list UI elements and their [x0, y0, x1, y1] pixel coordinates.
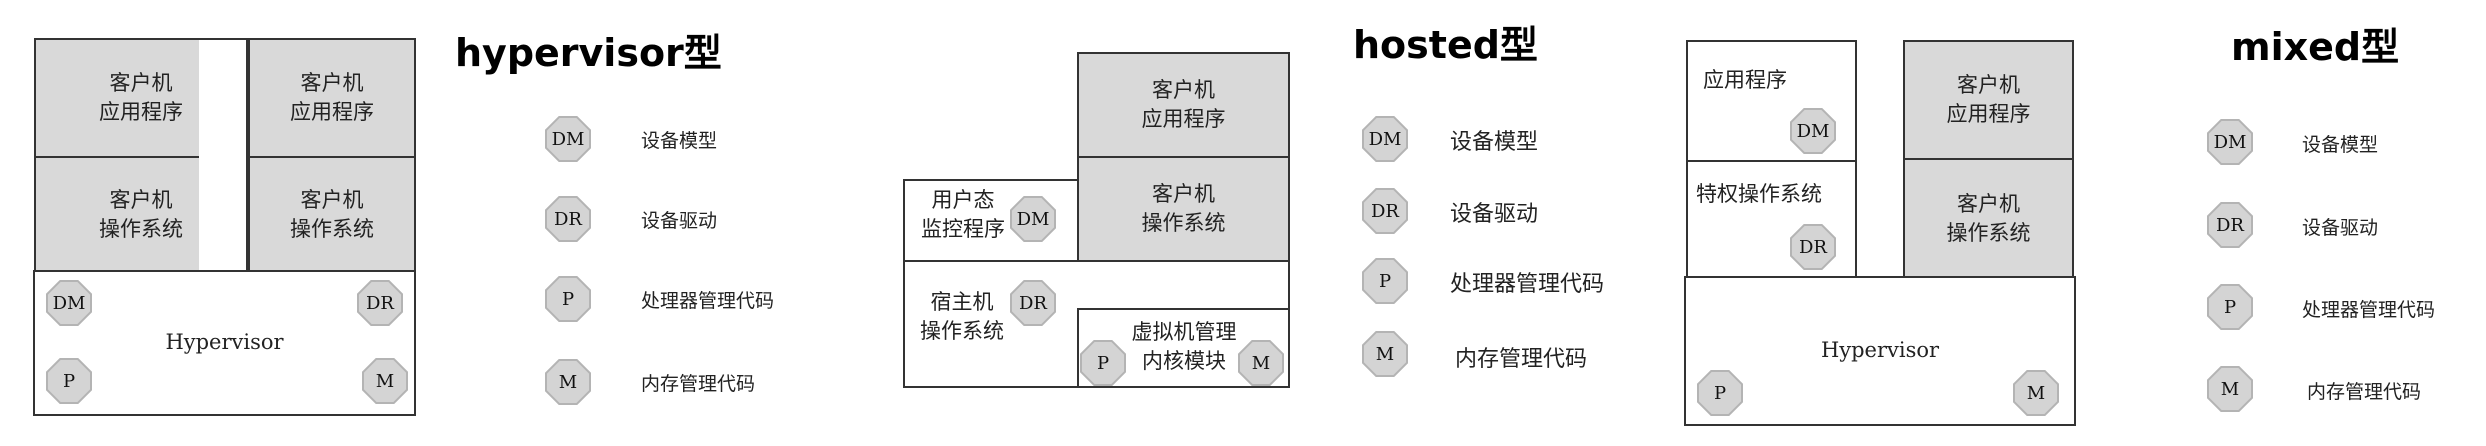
legend-p-icon: P: [1362, 258, 1408, 304]
hypervisor-title: hypervisor型: [455, 31, 722, 75]
guest-app-label: 客户机 应用程序: [290, 70, 374, 124]
guest-os-box: 客户机 操作系统: [1903, 158, 2074, 280]
dr-badge: DR: [1790, 224, 1836, 270]
dm-badge: DM: [1790, 108, 1836, 154]
guest-app-label: 客户机 应用程序: [99, 70, 183, 124]
privileged-os-label: 特权操作系统: [1696, 182, 1822, 206]
legend-m-icon: M: [545, 359, 591, 405]
guest-app-box: 客户机 应用程序: [1077, 52, 1290, 158]
app-label: 应用程序: [1703, 68, 1787, 92]
legend-dr-label: 设备驱动: [641, 210, 718, 232]
legend-dm-label: 设备模型: [1450, 130, 1539, 155]
guest-gap: [199, 40, 246, 274]
legend-p-label: 处理器管理代码: [641, 290, 775, 312]
hypervisor-layer: Hypervisor: [1684, 276, 2076, 426]
guest-os-label: 客户机 操作系统: [290, 187, 374, 241]
guest-os-label: 客户机 操作系统: [1946, 191, 2031, 245]
legend-dr-icon: DR: [545, 196, 591, 242]
dr-badge: DR: [1010, 280, 1056, 326]
user-monitor-label: 用户态 监控程序: [921, 188, 1005, 242]
hypervisor-label: Hypervisor: [1820, 338, 1940, 363]
m-badge: M: [362, 358, 408, 404]
guest-os-label: 客户机 操作系统: [99, 187, 183, 241]
legend-m-label: 内存管理代码: [641, 373, 756, 395]
legend-m-icon: M: [1362, 331, 1408, 377]
p-badge: P: [1697, 370, 1743, 416]
p-badge: P: [46, 358, 92, 404]
guest-app-label: 客户机 应用程序: [1141, 77, 1226, 131]
legend-p-label: 处理器管理代码: [1450, 272, 1605, 297]
legend-dm-icon: DM: [1362, 116, 1408, 162]
hypervisor-label: Hypervisor: [165, 330, 284, 355]
guest-os-label: 客户机 操作系统: [1141, 181, 1226, 235]
m-badge: M: [1238, 340, 1284, 386]
hosted-title: hosted型: [1353, 23, 1538, 67]
legend-dr-label: 设备驱动: [2302, 217, 2379, 239]
legend-p-label: 处理器管理代码: [2302, 299, 2436, 321]
legend-dm-icon: DM: [545, 116, 591, 162]
legend-dm-icon: DM: [2207, 119, 2253, 165]
legend-dr-icon: DR: [1362, 188, 1408, 234]
legend-dm-label: 设备模型: [641, 130, 718, 152]
legend-m-label: 内存管理代码: [2307, 381, 2422, 403]
legend-p-icon: P: [2207, 284, 2253, 330]
host-os-label: 宿主机 操作系统: [920, 290, 1004, 344]
guest-app-box-2: 客户机 应用程序: [248, 38, 416, 158]
guest-app-box: 客户机 应用程序: [1903, 40, 2074, 160]
privileged-os-box: [1686, 160, 1857, 278]
legend-m-icon: M: [2207, 366, 2253, 412]
legend-dm-label: 设备模型: [2302, 134, 2379, 156]
dm-badge: DM: [1010, 196, 1056, 242]
dm-badge: DM: [46, 280, 92, 326]
m-badge: M: [2013, 370, 2059, 416]
guest-os-box-2: 客户机 操作系统: [248, 156, 416, 274]
guest-app-label: 客户机 应用程序: [1946, 72, 2031, 126]
vmm-kernel-label: 虚拟机管理 内核模块: [1131, 320, 1237, 374]
legend-p-icon: P: [545, 276, 591, 322]
dr-badge: DR: [357, 280, 403, 326]
hypervisor-layer: Hypervisor: [33, 270, 416, 416]
legend-dr-icon: DR: [2207, 202, 2253, 248]
legend-m-label: 内存管理代码: [1455, 347, 1588, 372]
p-badge: P: [1080, 340, 1126, 386]
mixed-title: mixed型: [2231, 25, 2400, 69]
legend-dr-label: 设备驱动: [1450, 202, 1539, 227]
guest-os-box: 客户机 操作系统: [1077, 156, 1290, 262]
